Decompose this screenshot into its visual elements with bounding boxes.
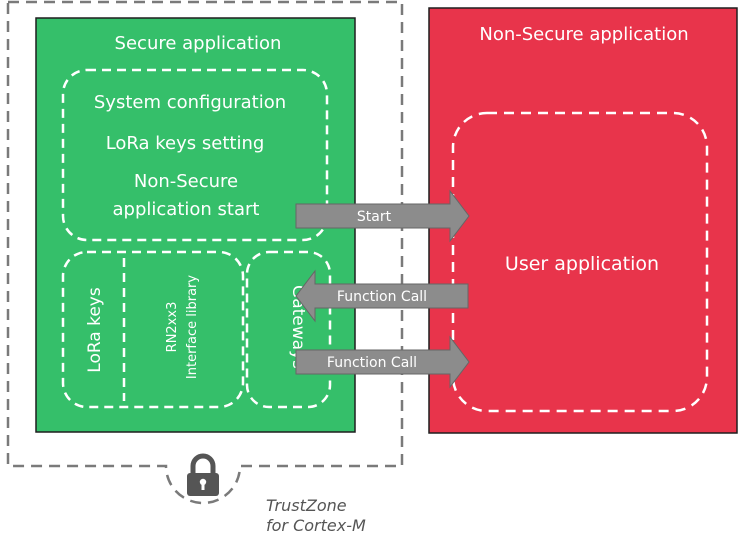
function-call-left-arrow [295, 269, 469, 323]
interface-library-label: Interface library [185, 275, 200, 379]
non-secure-application-box [428, 7, 738, 434]
trustzone-label: TrustZone [266, 496, 347, 515]
lock-icon [187, 453, 219, 496]
system-config-box [61, 68, 329, 242]
start-arrow [295, 189, 470, 243]
non-secure-label: Non-Secure [134, 171, 238, 192]
cortex-m-label: for Cortex-M [266, 516, 366, 535]
gateways-label: Gateways [288, 285, 308, 369]
non-secure-application-title: Non-Secure application [479, 24, 688, 45]
application-start-label: application start [113, 199, 260, 220]
gateways-box [245, 250, 332, 409]
start-arrow-label: Start [357, 209, 392, 225]
secure-application-title: Secure application [115, 33, 282, 54]
libraries-box [61, 250, 245, 409]
function-call-left-label: Function Call [337, 289, 427, 305]
lora-keys-label: LoRa keys [85, 287, 105, 373]
function-call-right-label: Function Call [327, 355, 417, 371]
user-application-box [451, 111, 709, 413]
lora-keys-setting-label: LoRa keys setting [106, 133, 265, 154]
function-call-right-arrow [295, 335, 470, 389]
system-configuration-label: System configuration [94, 92, 286, 113]
user-application-label: User application [505, 253, 659, 275]
trustzone-boundary [6, 0, 404, 505]
rn2xx3-label: RN2xx3 [165, 302, 180, 353]
